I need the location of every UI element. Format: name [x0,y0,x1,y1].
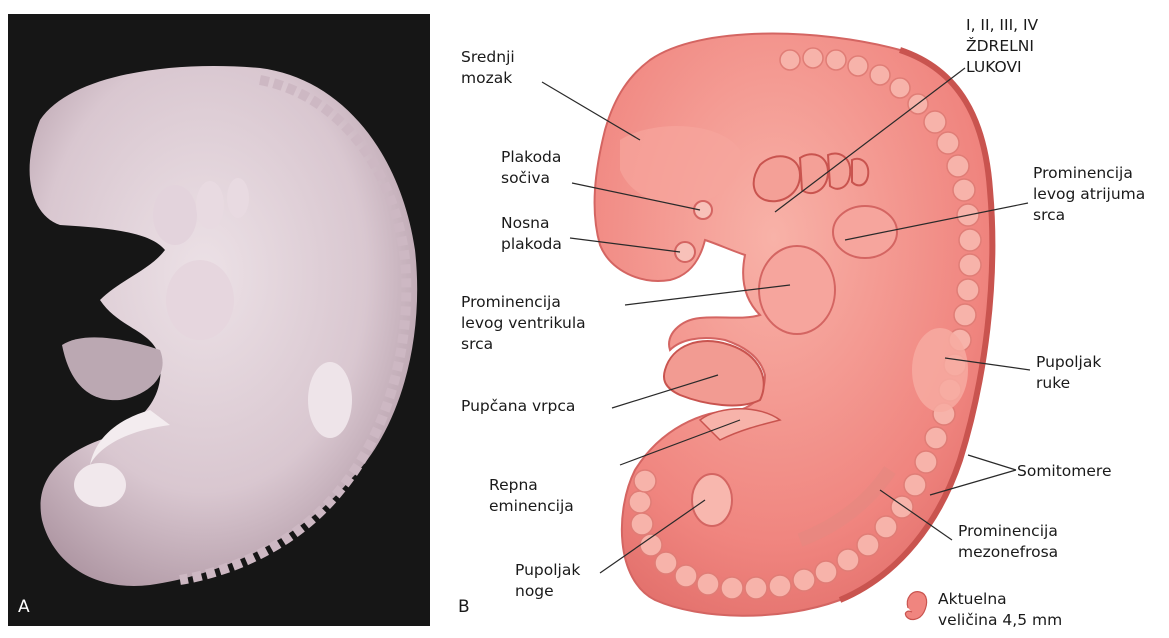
label-somitomere: Somitomere [1017,461,1112,482]
label-zdrelni-lukovi: I, II, III, IV ŽDRELNI LUKOVI [966,15,1038,78]
heart-ventricle [759,246,835,334]
label-nosna-plakoda: Nosna plakoda [501,213,562,255]
label-prominencija-ventrikula: Prominencija levog ventrikula srca [461,292,586,355]
label-repna-eminencija: Repna eminencija [489,475,574,517]
photo-arch-1 [153,185,197,245]
label-prominencija-mezonefrosa: Prominencija mezonefrosa [958,521,1058,563]
label-pupoljak-noge: Pupoljak noge [515,560,580,602]
leg-bud [692,474,732,526]
label-pupoljak-ruke: Pupoljak ruke [1036,352,1101,394]
photo-heart [166,260,234,340]
label-plakoda-sociva: Plakoda sočiva [501,147,561,189]
photo-leg-bud [74,463,126,507]
label-srednji-mozak: Srednji mozak [461,47,515,89]
label-prominencija-atrijuma: Prominencija levog atrijuma srca [1033,163,1145,226]
photo-arm-bud [308,362,352,438]
photo-arch-3 [227,178,249,218]
actual-size-embryo-icon [905,592,926,620]
panel-b-letter: B [458,597,470,617]
photo-arch-2 [196,181,224,229]
arm-bud [912,328,968,412]
lens-placode [694,201,712,219]
label-aktuelna-velicina: Aktuelna veličina 4,5 mm [938,589,1062,631]
label-pupcana-vrpca: Pupčana vrpca [461,396,575,417]
panel-a-letter: A [18,597,30,617]
panel-a-photo: A [8,14,430,626]
